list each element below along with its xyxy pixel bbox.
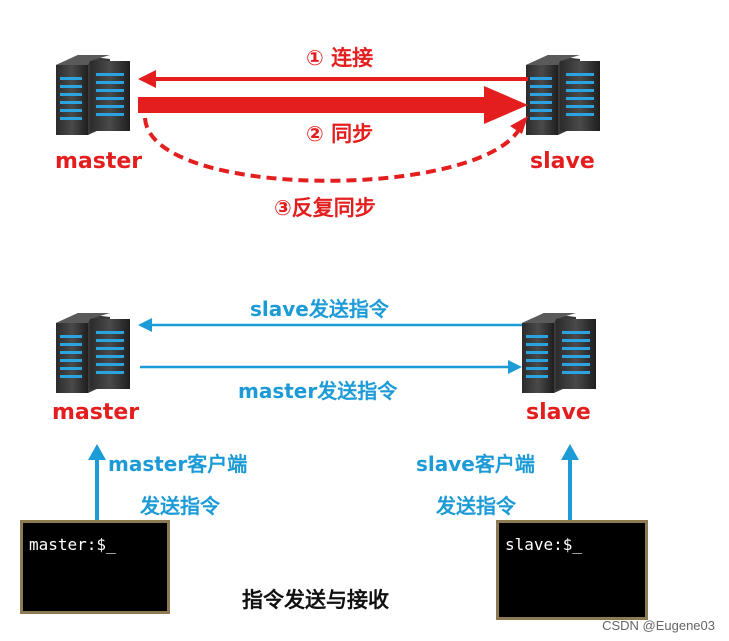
slave-label-2: slave (526, 400, 591, 425)
slave-terminal-prompt: slave:$_ (505, 535, 583, 554)
master-label: master (55, 149, 143, 174)
master-client-send-label: 发送指令 (140, 494, 220, 518)
repeat-sync-arrow (143, 116, 528, 183)
watermark: CSDN @Eugene03 (602, 618, 715, 633)
master-client-arrow (88, 444, 106, 520)
master-server-icon (56, 55, 130, 135)
step-connect-label: ① 连接 (306, 46, 374, 70)
slave-terminal[interactable]: slave:$_ (496, 520, 648, 620)
master-server-icon-2 (56, 313, 130, 393)
step-sync-label: ② 同步 (306, 122, 374, 146)
sync-arrow (138, 86, 528, 124)
slave-client-arrow (561, 444, 579, 520)
slave-client-label: slave客户端 (416, 452, 535, 476)
connect-arrow (138, 70, 528, 88)
slave-command-label: slave发送指令 (250, 297, 389, 321)
slave-client-send-label: 发送指令 (436, 494, 516, 518)
master-command-arrow (140, 360, 522, 374)
slave-server-icon-2 (522, 313, 596, 393)
slave-label: slave (530, 149, 595, 174)
slave-command-arrow (138, 318, 522, 332)
master-label-2: master (52, 400, 140, 425)
step-repeat-sync-label: ③反复同步 (274, 196, 376, 220)
master-terminal-prompt: master:$_ (29, 535, 116, 554)
master-terminal[interactable]: master:$_ (20, 520, 170, 614)
diagram-caption: 指令发送与接收 (242, 588, 389, 612)
slave-server-icon (526, 55, 600, 135)
master-client-label: master客户端 (108, 452, 248, 476)
master-command-label: master发送指令 (238, 379, 398, 403)
